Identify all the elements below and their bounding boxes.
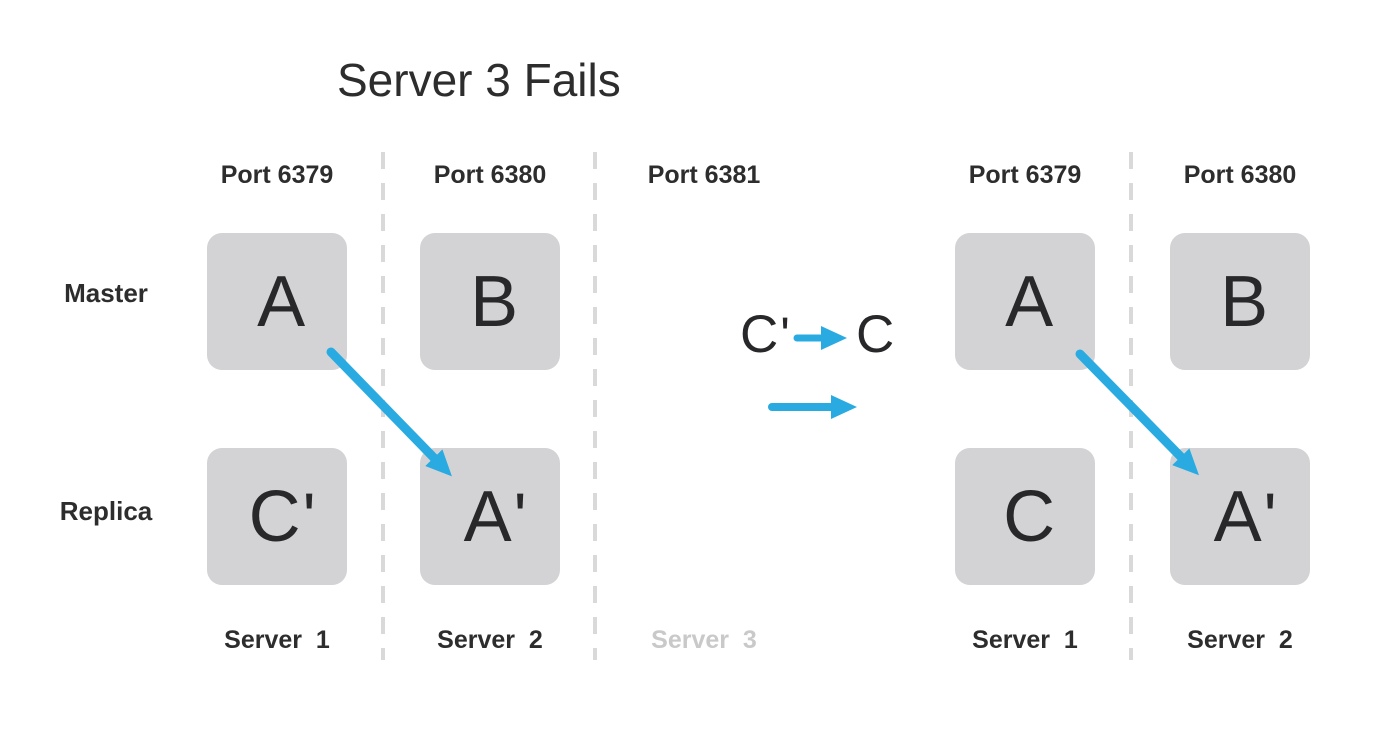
- left-server-3-label: Server 3: [651, 626, 757, 654]
- left-port-6380-label: Port 6380: [433, 161, 547, 189]
- node-letter: A': [463, 476, 527, 557]
- right-master-node-a: A: [955, 233, 1095, 370]
- left-column-divider-2: [593, 152, 597, 660]
- left-replica-node-c-prime: C': [207, 448, 347, 585]
- right-master-node-b: B: [1170, 233, 1310, 370]
- right-server-2-label: Server 2: [1187, 626, 1293, 654]
- node-letter: A': [1213, 476, 1277, 557]
- left-server-2-label: Server 2: [437, 626, 543, 654]
- left-master-node-a: A: [207, 233, 347, 370]
- left-server-1-label: Server 1: [224, 626, 330, 654]
- node-letter: A: [257, 261, 306, 342]
- right-column-divider: [1129, 152, 1133, 660]
- right-server-1-label: Server 1: [972, 626, 1078, 654]
- left-port-6379-label: Port 6379: [220, 161, 334, 189]
- node-letter: B: [1220, 261, 1269, 342]
- right-port-6379-label: Port 6379: [968, 161, 1082, 189]
- diagram-title: Server 3 Fails: [337, 54, 621, 106]
- left-port-6381-label: Port 6381: [647, 161, 761, 189]
- left-column-divider-1: [381, 152, 385, 660]
- right-replica-node-c: C: [955, 448, 1095, 585]
- transition-to-label: C: [856, 305, 895, 364]
- node-letter: B: [470, 261, 519, 342]
- node-letter: A: [1005, 261, 1054, 342]
- transition-from-label: C': [740, 305, 790, 364]
- replica-row-label: Replica: [59, 496, 153, 526]
- left-master-node-b: B: [420, 233, 560, 370]
- right-replica-node-a-prime: A': [1170, 448, 1310, 585]
- left-replica-node-a-prime: A': [420, 448, 560, 585]
- right-port-6380-label: Port 6380: [1183, 161, 1297, 189]
- node-letter: C: [1003, 476, 1056, 557]
- master-row-label: Master: [64, 278, 148, 308]
- node-letter: C': [248, 476, 316, 557]
